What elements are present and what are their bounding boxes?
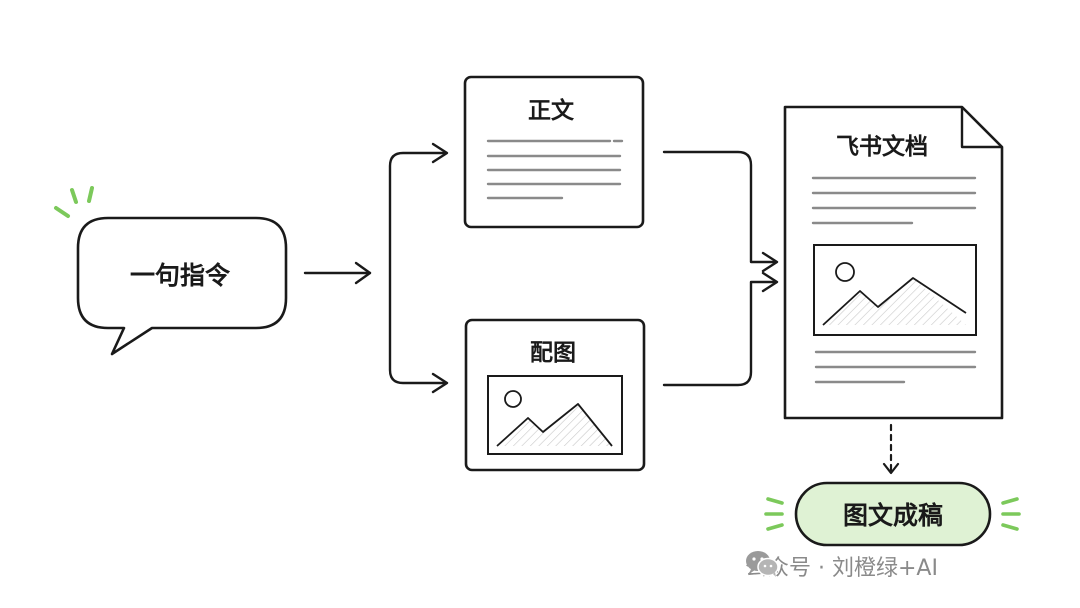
arrow-document-to-result [882,423,900,475]
text-card [463,75,645,229]
arrow-bubble-to-split [303,261,372,285]
instruction-bubble [76,216,288,356]
document-text-lines-bottom [814,350,977,384]
feishu-document [783,105,1004,420]
wechat-icon [746,551,779,577]
merge-connector [662,150,779,387]
text-lines [486,139,624,200]
document-label: 飞书文档 [836,134,928,160]
result-label: 图文成稿 [842,501,944,530]
text-card-label: 正文 [528,98,574,124]
result-pill [794,481,992,547]
document-text-lines-top [811,176,977,225]
instruction-label: 一句指令 [129,261,231,290]
image-card [464,318,646,472]
split-connector [388,142,449,394]
sparkle-marks-left [54,186,94,218]
sparkle-marks-result [764,497,1021,531]
image-card-label: 配图 [530,340,576,366]
watermark: 公众号 · 刘橙绿+AI [745,550,938,582]
